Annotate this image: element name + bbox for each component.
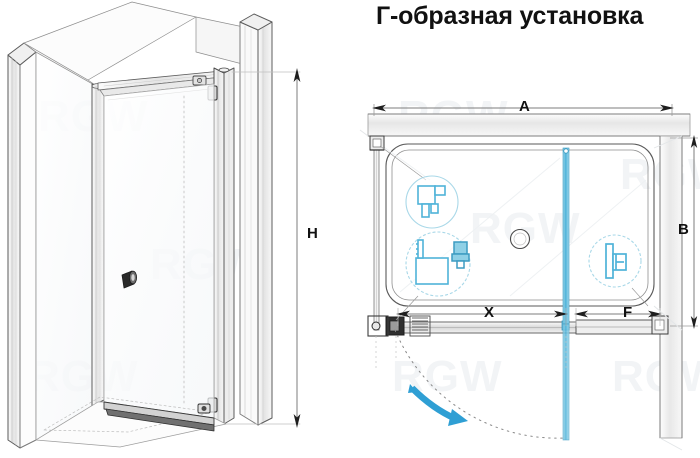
dimension-line-H <box>293 68 301 428</box>
door-glass-panel <box>103 83 215 419</box>
side-glass-plan <box>373 135 380 331</box>
isometric-3d-view <box>7 1 301 449</box>
door-swing-arc <box>394 329 566 439</box>
door-swing-arrow <box>408 384 468 426</box>
callout-1-wall-profile <box>379 145 459 229</box>
shower-tray-outline <box>385 143 655 307</box>
dimension-label-F: F <box>623 304 633 321</box>
right-wall-panel <box>239 13 273 426</box>
page-title: Г-образная установка <box>376 2 644 30</box>
drain-hole <box>509 228 531 250</box>
dimension-label-X: X <box>484 304 495 321</box>
rear-wall-panel <box>7 42 37 449</box>
right-wall-band <box>659 135 683 439</box>
top-wall-band <box>367 113 691 137</box>
dimension-line-X <box>396 308 568 326</box>
open-door-panel <box>562 147 570 441</box>
corner-profile-left <box>91 83 105 407</box>
callout-3-seal-profile <box>588 234 649 307</box>
dimension-label-H: H <box>307 225 318 242</box>
callout-2-hinge-assembly <box>395 231 471 321</box>
dimension-line-B <box>670 135 698 329</box>
dimension-label-B: B <box>678 221 689 238</box>
corner-hint-lines <box>359 129 683 451</box>
projection-lines <box>375 336 567 370</box>
dimension-line-A <box>372 104 674 116</box>
plan-top-view <box>359 104 698 451</box>
door-handle <box>121 270 137 289</box>
wall-bracket-top-left <box>369 135 385 151</box>
dimension-label-A: A <box>519 98 530 115</box>
bottom-threshold-rail <box>103 401 215 432</box>
